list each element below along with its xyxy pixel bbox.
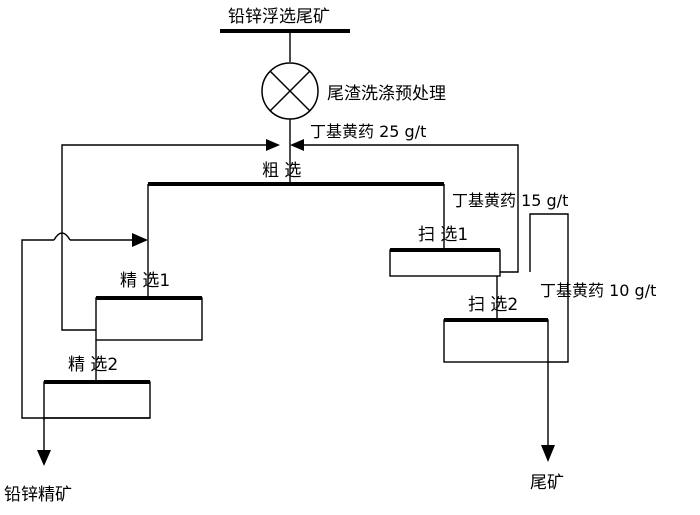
pretreatment-label: 尾渣洗涤预处理 (327, 84, 446, 104)
scav2-label: 扫 选2 (468, 295, 518, 315)
crossover-hop (53, 232, 71, 241)
rougher-label: 粗 选 (262, 161, 301, 181)
reagent-scav2-label: 丁基黄药 10 g/t (540, 281, 656, 300)
reagent-scav1-label: 丁基黄药 15 g/t (452, 191, 568, 210)
cleaner2-tail-return-line (21, 239, 150, 419)
cleaner2-cell (43, 381, 151, 419)
concentrate-arrow (37, 450, 51, 466)
feed-label: 铅锌浮选尾矿 (228, 7, 330, 27)
return-arrow-right (290, 139, 304, 151)
cleaner2-return-arrow (132, 233, 148, 247)
concentrate-label: 铅锌精矿 (4, 485, 72, 505)
scav1-conc-return-line (300, 144, 519, 273)
scav2-cell (443, 319, 549, 363)
scav1-cell (389, 249, 501, 277)
cleaner1-tail-return-line (61, 144, 266, 331)
scav1-label: 扫 选1 (418, 225, 468, 245)
reagent-rougher-label: 丁基黄药 25 g/t (310, 122, 426, 141)
return-arrow-left (266, 139, 280, 151)
tailings-label: 尾矿 (530, 473, 564, 493)
pretreatment-symbol (261, 62, 319, 120)
scav2-conc-return-line (529, 213, 569, 363)
cleaner2-label: 精 选2 (68, 355, 118, 375)
cleaner1-label: 精 选1 (120, 271, 170, 291)
cleaner1-cell (95, 297, 203, 341)
tailings-arrow (541, 445, 555, 462)
